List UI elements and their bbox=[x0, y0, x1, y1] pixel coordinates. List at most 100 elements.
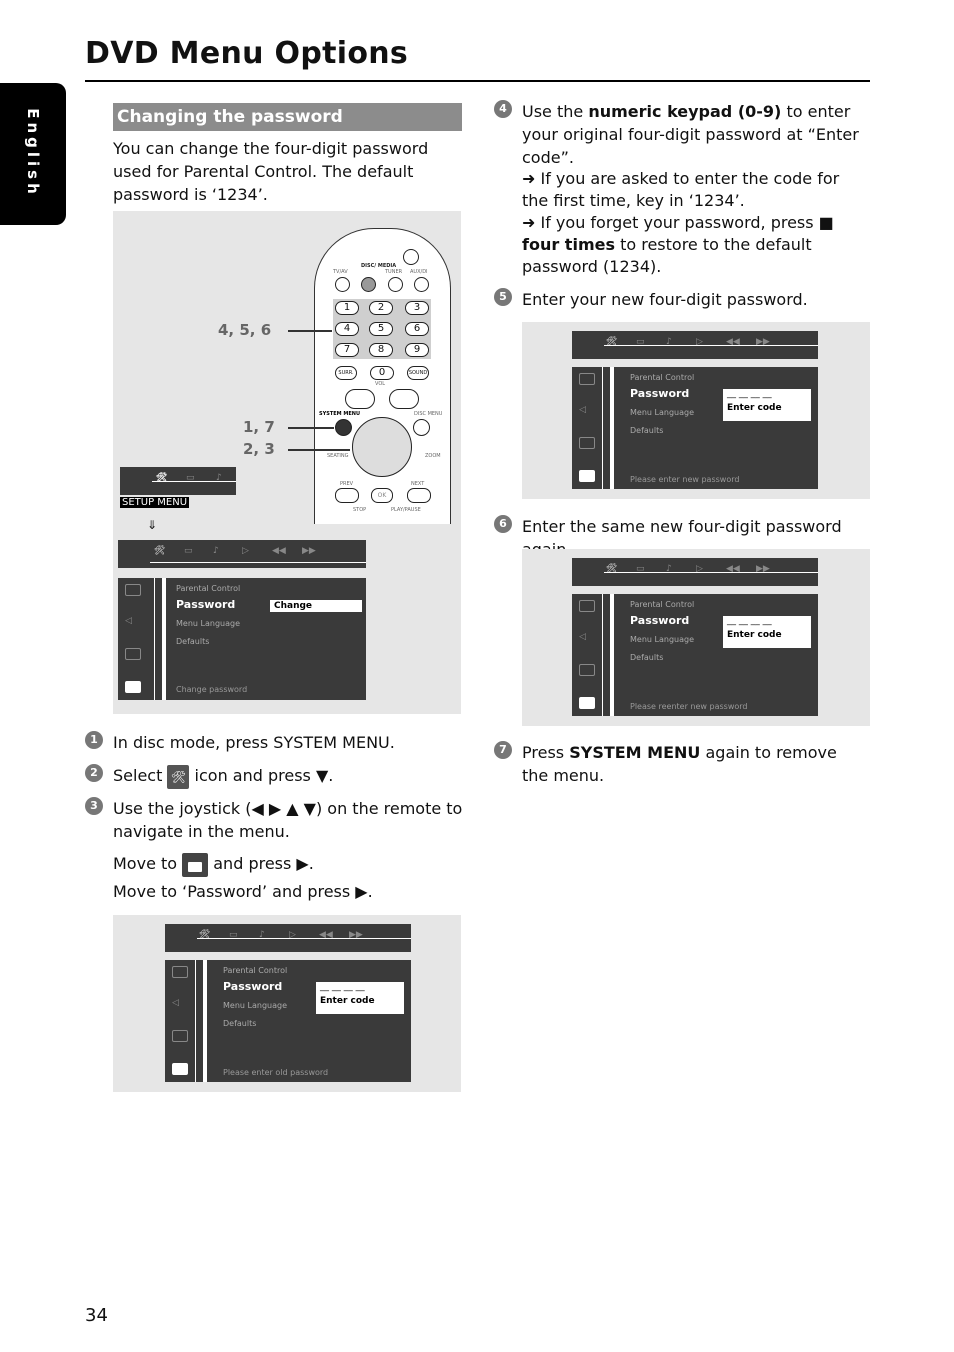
callout-line bbox=[288, 330, 332, 332]
step-4-note-first-time: ➜ If you are asked to enter the code for… bbox=[522, 169, 840, 210]
disc-menu-button[interactable] bbox=[413, 419, 430, 436]
play-icon: ▷ bbox=[289, 930, 296, 940]
rewind-icon: ◀◀ bbox=[726, 564, 740, 574]
audio-icon: ♪ bbox=[666, 564, 672, 574]
surr-button[interactable]: SURR. bbox=[335, 366, 357, 380]
key-4[interactable]: 4 bbox=[335, 322, 359, 336]
aux-button[interactable] bbox=[414, 277, 429, 292]
vol-plus-button[interactable] bbox=[389, 389, 419, 409]
play-icon: ▷ bbox=[696, 564, 703, 574]
callout-line bbox=[288, 449, 350, 451]
picture-icon bbox=[579, 373, 595, 385]
setup-tools-icon: 🛠 bbox=[606, 337, 618, 347]
callout-keypad: 4, 5, 6 bbox=[218, 321, 272, 339]
key-6[interactable]: 6 bbox=[405, 322, 429, 336]
step-4-text: Use the numeric keypad (0-9) to enter yo… bbox=[522, 102, 859, 167]
rewind-icon: ◀◀ bbox=[726, 337, 740, 347]
key-5[interactable]: 5 bbox=[369, 322, 393, 336]
menu-item-password[interactable]: Password bbox=[630, 614, 690, 627]
subtitle-icon: ▭ bbox=[229, 930, 238, 940]
menu-item-password[interactable]: Password bbox=[176, 598, 236, 611]
step-7-text: Press SYSTEM MENU again to remove the me… bbox=[522, 743, 837, 785]
key-0[interactable]: 0 bbox=[370, 366, 394, 380]
speaker-icon: ◁ bbox=[579, 632, 586, 642]
play-icon: ▷ bbox=[242, 546, 249, 556]
step-1-text: In disc mode, press SYSTEM MENU. bbox=[113, 733, 395, 752]
enter-code-field[interactable]: __ __ __ __ Enter code bbox=[723, 616, 811, 648]
subtitle-icon: ▭ bbox=[184, 546, 193, 556]
rewind-icon: ◀◀ bbox=[272, 546, 286, 556]
play-icon: ▷ bbox=[696, 337, 703, 347]
osd-screen-new-password: 🛠 ▭ ♪ ▷ ◀◀ ▶▶ ◁ Parental Control Passwor… bbox=[572, 331, 818, 491]
menu-item-password[interactable]: Password bbox=[630, 387, 690, 400]
status-text: Please enter old password bbox=[223, 1068, 329, 1077]
chat-icon bbox=[579, 664, 595, 676]
speaker-icon: ◁ bbox=[172, 998, 179, 1008]
forward-icon: ▶▶ bbox=[756, 337, 770, 347]
chat-icon bbox=[172, 1030, 188, 1042]
key-7[interactable]: 7 bbox=[335, 343, 359, 357]
setup-menu-bar: 🛠 ▭ ♪ bbox=[120, 467, 236, 497]
sound-button[interactable]: SOUND bbox=[407, 366, 429, 380]
remote-control: TV/AV DISC/ MEDIA TUNER AUX/DI 1 2 3 4 5… bbox=[314, 228, 451, 524]
status-text: Please reenter new password bbox=[630, 702, 748, 711]
change-field[interactable]: Change bbox=[270, 600, 362, 612]
picture-icon bbox=[125, 584, 141, 596]
system-menu-button[interactable] bbox=[335, 419, 352, 436]
language-tab: English bbox=[0, 83, 66, 225]
setup-tools-icon: 🛠 bbox=[154, 546, 166, 556]
audio-icon: ♪ bbox=[216, 473, 222, 483]
section-heading: Changing the password bbox=[113, 103, 462, 131]
preference-briefcase-icon bbox=[182, 852, 209, 877]
key-2[interactable]: 2 bbox=[369, 301, 393, 315]
subtitle-icon: ▭ bbox=[636, 564, 645, 574]
step-5-text: Enter your new four-digit password. bbox=[522, 290, 808, 309]
forward-icon: ▶▶ bbox=[349, 930, 363, 940]
menu-item-password[interactable]: Password bbox=[223, 980, 283, 993]
osd-screen-change: 🛠 ▭ ♪ ▷ ◀◀ ▶▶ ◁ Parental Control Passwor… bbox=[118, 540, 366, 700]
setup-tools-icon: 🛠 bbox=[167, 764, 190, 789]
numeric-keypad: 1 2 3 4 5 6 7 8 9 bbox=[333, 299, 431, 359]
tuner-button[interactable] bbox=[388, 277, 403, 292]
forward-icon: ▶▶ bbox=[756, 564, 770, 574]
setup-tools-icon: 🛠 bbox=[156, 473, 168, 483]
key-3[interactable]: 3 bbox=[405, 301, 429, 315]
next-button[interactable] bbox=[407, 488, 431, 503]
page-number: 34 bbox=[85, 1305, 108, 1326]
disc-media-button[interactable] bbox=[361, 277, 376, 292]
preference-briefcase-icon bbox=[579, 697, 595, 709]
status-text: Change password bbox=[176, 685, 248, 694]
prev-button[interactable] bbox=[335, 488, 359, 503]
preference-briefcase-icon bbox=[172, 1063, 188, 1075]
callout-line bbox=[288, 427, 334, 429]
audio-icon: ♪ bbox=[259, 930, 265, 940]
step-3-text: Use the joystick (◀ ▶ ▲ ▼) on the remote… bbox=[113, 799, 463, 841]
picture-icon bbox=[172, 966, 188, 978]
tvav-button[interactable] bbox=[335, 277, 350, 292]
page-title: DVD Menu Options bbox=[85, 36, 409, 71]
osd-screen-old-password: 🛠 ▭ ♪ ▷ ◀◀ ▶▶ ◁ Parental Control Passwor… bbox=[165, 924, 411, 1084]
enter-code-field[interactable]: __ __ __ __ Enter code bbox=[723, 389, 811, 421]
power-icon bbox=[403, 249, 419, 265]
rewind-icon: ◀◀ bbox=[319, 930, 333, 940]
audio-icon: ♪ bbox=[213, 546, 219, 556]
move-to-preference-text: Move to and press ▶. bbox=[113, 852, 463, 877]
subtitle-icon: ▭ bbox=[636, 337, 645, 347]
chat-icon bbox=[125, 648, 141, 660]
arrow-down-icon: ⇓ bbox=[147, 518, 158, 532]
subtitle-icon: ▭ bbox=[186, 473, 195, 483]
move-to-password-text: Move to ‘Password’ and press ▶. bbox=[113, 882, 373, 901]
enter-code-field[interactable]: __ __ __ __ Enter code bbox=[316, 982, 404, 1014]
key-9[interactable]: 9 bbox=[405, 343, 429, 357]
key-8[interactable]: 8 bbox=[369, 343, 393, 357]
ok-button[interactable]: OK bbox=[371, 488, 393, 503]
key-1[interactable]: 1 bbox=[335, 301, 359, 315]
step-4-note-forgot: ➜ If you forget your password, press ■ f… bbox=[522, 213, 834, 276]
callout-system-menu: 1, 7 bbox=[243, 418, 275, 436]
vol-minus-button[interactable] bbox=[345, 389, 375, 409]
setup-menu-label: SETUP MENU bbox=[120, 497, 190, 508]
intro-text: You can change the four-digit password u… bbox=[113, 139, 429, 204]
speaker-icon: ◁ bbox=[125, 616, 132, 626]
joystick[interactable] bbox=[352, 417, 412, 477]
preference-briefcase-icon bbox=[579, 470, 595, 482]
